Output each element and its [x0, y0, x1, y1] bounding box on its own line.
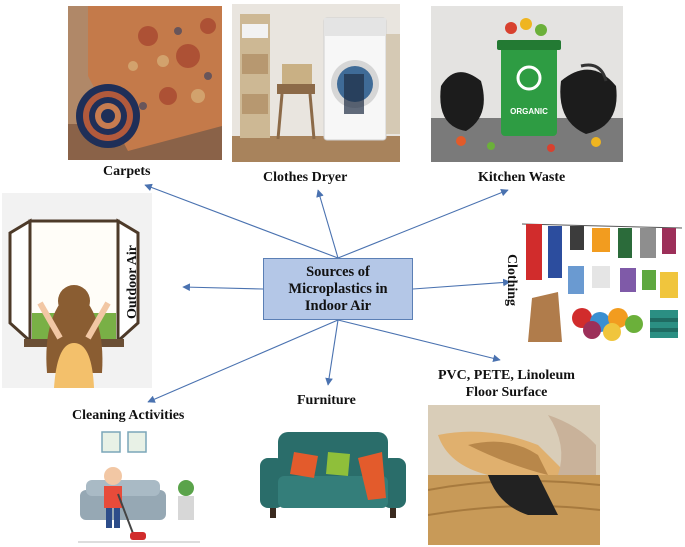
carpet-image — [68, 6, 222, 160]
cleaning-activities-image — [78, 428, 200, 544]
arrow-to-floor — [337, 319, 501, 363]
arrow-to-cleaning — [147, 319, 339, 403]
outdoor-air-label: Outdoor Air — [125, 244, 140, 320]
floor-surface-image — [428, 405, 600, 545]
kitchen-waste-label: Kitchen Waste — [478, 170, 566, 185]
arrow-to-kitchen-waste — [337, 188, 509, 259]
arrow-to-clothing — [412, 278, 511, 290]
floor-surface-label-line-1: PVC, PETE, Linoleum — [438, 368, 575, 383]
furniture-label: Furniture — [297, 393, 356, 408]
outdoor-air-image — [2, 193, 152, 388]
carpets-label: Carpets — [103, 164, 151, 179]
furniture-image — [258, 428, 408, 520]
clothing-label: Clothing — [504, 253, 519, 307]
bin-label: ORGANIC — [510, 107, 548, 116]
arrow-to-clothes-dryer — [316, 189, 339, 259]
center-title-line-3: Indoor Air — [304, 297, 372, 314]
floor-surface-label-line-2: Floor Surface — [465, 385, 548, 400]
floor-surface-label: PVC, PETE, Linoleum Floor Surface — [438, 367, 575, 401]
center-title-line-1: Sources of — [306, 263, 370, 280]
cleaning-activities-label: Cleaning Activities — [72, 408, 185, 423]
arrow-to-outdoor-air — [182, 283, 264, 292]
arrow-to-furniture — [325, 319, 339, 386]
center-concept-box: Sources of Microplastics in Indoor Air — [263, 258, 413, 320]
clothes-dryer-label: Clothes Dryer — [263, 170, 348, 185]
center-title-line-2: Microplastics in — [288, 280, 388, 297]
kitchen-waste-image: ORGANIC — [431, 6, 623, 162]
arrow-to-carpets — [144, 183, 339, 259]
clothes-dryer-image — [232, 4, 400, 162]
clothing-image — [522, 218, 682, 342]
